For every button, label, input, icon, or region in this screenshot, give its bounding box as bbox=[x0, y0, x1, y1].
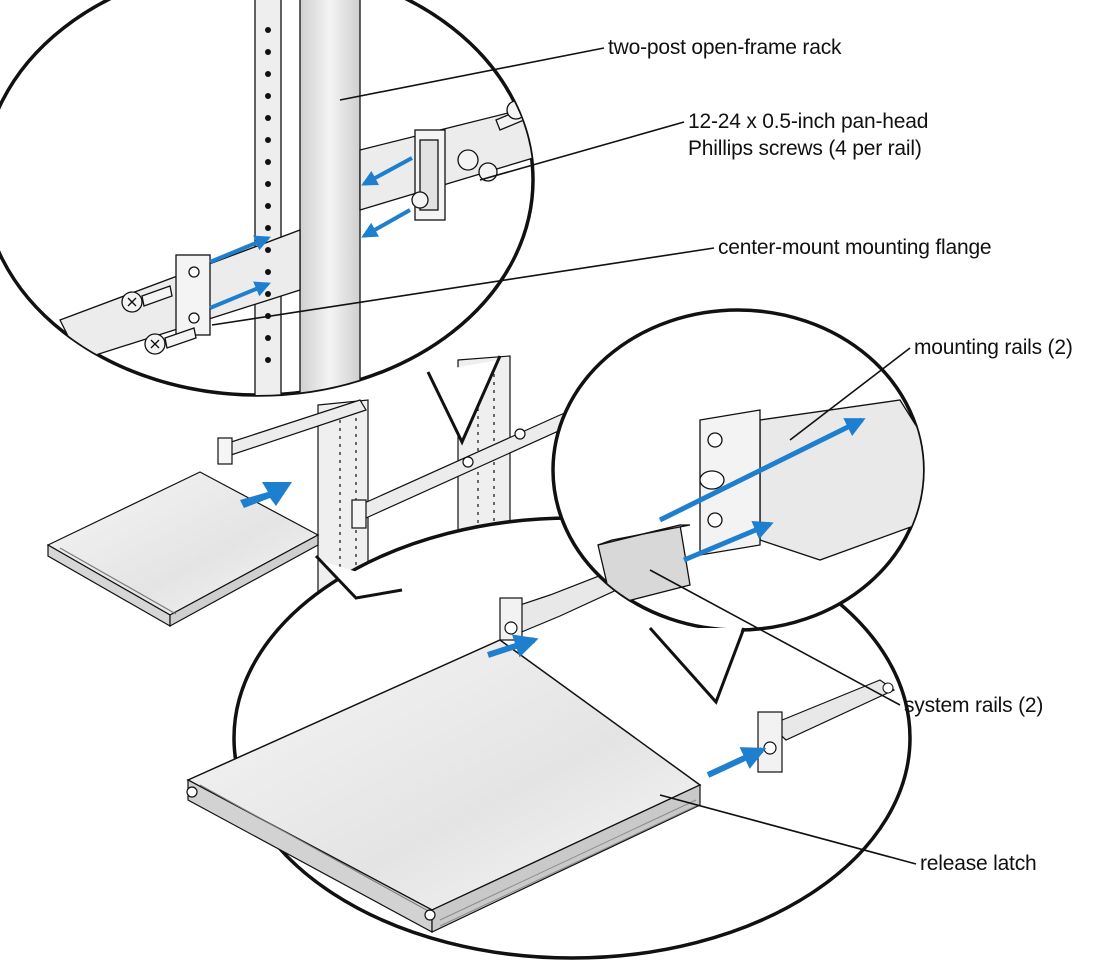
system-tray-small bbox=[46, 471, 320, 628]
top-detail-bubble bbox=[0, 0, 535, 446]
rack-post-face bbox=[299, 0, 361, 395]
callout-mounting-rails-text: mounting rails (2) bbox=[914, 336, 1073, 359]
leader-rack bbox=[339, 47, 605, 101]
leader-release-latch bbox=[659, 794, 917, 865]
callout-two-post-rack-text: two-post open-frame rack bbox=[608, 36, 842, 59]
leader-mounting-rails bbox=[789, 347, 911, 441]
callout-release-latch: release latch bbox=[920, 850, 1037, 877]
callout-two-post-rack: two-post open-frame rack bbox=[608, 34, 841, 61]
callout-release-latch-text: release latch bbox=[920, 852, 1037, 875]
callout-center-mount-flange: center-mount mounting flange bbox=[718, 234, 992, 261]
leader-screws bbox=[479, 121, 685, 181]
leader-flange bbox=[211, 247, 715, 326]
callout-system-rails-text: system rails (2) bbox=[904, 694, 1044, 717]
rack-post-hole-strip bbox=[254, 0, 282, 395]
callout-mounting-rails: mounting rails (2) bbox=[914, 334, 1073, 361]
callout-screws-line-2: Phillips screws (4 per rail) bbox=[688, 137, 922, 160]
right-detail-bubble bbox=[551, 308, 925, 705]
leader-system-rails bbox=[649, 569, 901, 706]
callout-center-mount-flange-text: center-mount mounting flange bbox=[718, 236, 992, 259]
callout-screws: 12-24 x 0.5-inch pan-head Phillips screw… bbox=[688, 108, 928, 162]
insert-direction-arrow bbox=[240, 482, 292, 508]
leader-lines bbox=[211, 47, 917, 865]
callout-system-rails: system rails (2) bbox=[904, 692, 1043, 719]
callout-screws-line-1: 12-24 x 0.5-inch pan-head bbox=[688, 110, 929, 133]
